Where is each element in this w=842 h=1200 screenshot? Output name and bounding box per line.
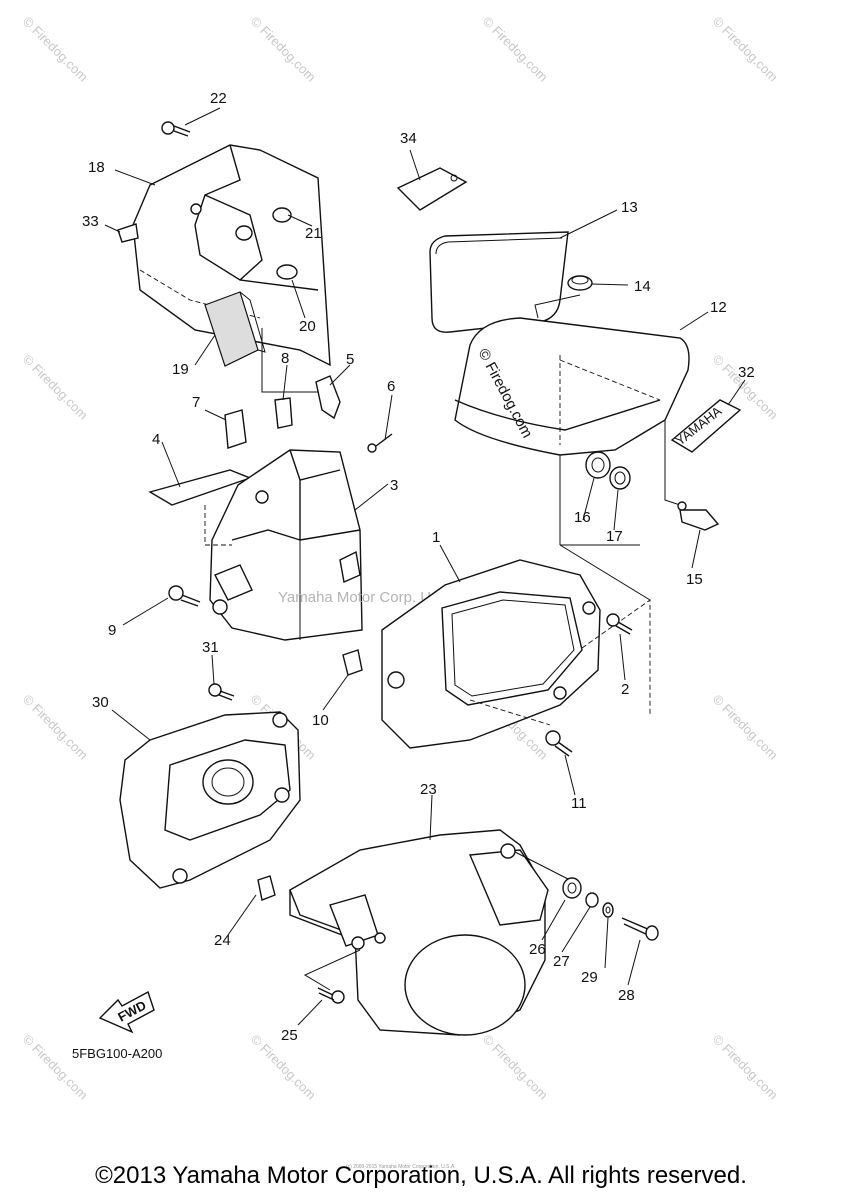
part-label-7: 7 — [192, 394, 200, 411]
part-label-22: 22 — [210, 90, 227, 107]
watermark: © Firedog.com — [710, 1032, 781, 1103]
lock-15-drawing — [664, 420, 720, 531]
watermark: © Firedog.com — [710, 14, 781, 85]
part-label-16: 16 — [574, 509, 591, 526]
part-label-5: 5 — [346, 351, 354, 368]
watermark: © Firedog.com — [20, 1032, 91, 1103]
part-label-3: 3 — [390, 477, 398, 494]
part-label-19: 19 — [172, 361, 189, 378]
part-label-25: 25 — [281, 1027, 298, 1044]
part-label-11: 11 — [571, 795, 587, 812]
grommet-14-drawing — [567, 275, 593, 291]
screw-25-drawing — [317, 987, 345, 1004]
watermark: © Firedog.com — [20, 352, 91, 423]
watermark: © Firedog.com — [20, 692, 91, 763]
part-label-21: 21 — [305, 225, 322, 242]
part-label-28: 28 — [618, 987, 635, 1004]
part-label-6: 6 — [387, 378, 395, 395]
cover-30-drawing — [119, 711, 301, 889]
pad-13-drawing — [429, 231, 569, 333]
pad-34-drawing — [396, 167, 468, 211]
fwd-arrow-icon: FWD — [98, 990, 155, 1034]
part-label-26: 26 — [529, 941, 546, 958]
part-label-23: 23 — [420, 781, 437, 798]
part-label-8: 8 — [281, 350, 289, 367]
bracket-5-drawing — [315, 375, 341, 420]
part-label-15: 15 — [686, 571, 703, 588]
damper-16-drawing — [585, 451, 611, 479]
part-label-27: 27 — [553, 953, 570, 970]
part-label-4: 4 — [152, 431, 160, 448]
part-label-20: 20 — [299, 318, 316, 335]
cap-24-drawing — [257, 875, 276, 901]
part-label-32: 32 — [738, 364, 755, 381]
part-label-13: 13 — [621, 199, 638, 216]
watermark: © Firedog.com — [20, 14, 91, 85]
yamaha-decal-32-drawing: YAMAHA — [670, 399, 742, 453]
bolt-11-drawing — [545, 730, 573, 757]
part-label-17: 17 — [606, 528, 623, 545]
part-label-31: 31 — [202, 639, 219, 656]
watermark: © Firedog.com — [248, 14, 319, 85]
part-label-10: 10 — [312, 712, 329, 729]
part-label-34: 34 — [400, 130, 417, 147]
part-label-30: 30 — [92, 694, 109, 711]
part-label-18: 18 — [88, 159, 105, 176]
bolt-9-drawing — [168, 585, 201, 607]
clip-33-drawing — [117, 223, 139, 243]
part-labels: 1 2 3 4 5 6 7 8 9 10 11 12 13 14 15 16 1… — [82, 90, 755, 1044]
part-label-14: 14 — [634, 278, 651, 295]
part-label-24: 24 — [214, 932, 231, 949]
part-label-9: 9 — [108, 622, 116, 639]
nut-10-drawing — [342, 649, 363, 676]
part-label-12: 12 — [710, 299, 727, 316]
watermark: © Firedog.com — [480, 14, 551, 85]
cover-1-drawing — [381, 455, 651, 749]
reference-code: 5FBG100-A200 — [72, 1046, 162, 1061]
fine-print: (c) 2000-2015 Yamaha Motor Corporation, … — [346, 1164, 456, 1170]
side-cover-left-drawing — [132, 144, 331, 393]
battery-box-3-drawing — [204, 449, 363, 641]
center-watermark: Yamaha Motor Corp. U.S.A. — [278, 589, 464, 606]
watermark: © Firedog.com — [710, 692, 781, 763]
watermark: © Firedog.com — [480, 1032, 551, 1103]
cover-23-drawing — [289, 829, 571, 1036]
washer-29-drawing — [602, 902, 614, 918]
collar-17-drawing — [609, 466, 631, 490]
screw-22-drawing — [161, 121, 191, 137]
tank-cover-12-drawing: © Firedog.com — [454, 294, 690, 510]
part-label-29: 29 — [581, 969, 598, 986]
bolt-2-drawing — [606, 613, 633, 635]
grommet-26-drawing — [562, 877, 582, 899]
pad-7-drawing — [224, 409, 247, 449]
part-label-33: 33 — [82, 213, 99, 230]
part-label-2: 2 — [621, 681, 629, 698]
screw-31-drawing — [208, 683, 235, 701]
collar-27-drawing — [585, 892, 599, 908]
bolt-6-drawing — [367, 433, 393, 453]
leader-lines — [104, 107, 746, 1026]
bolt-28-drawing — [621, 917, 659, 941]
part-label-1: 1 — [432, 529, 440, 546]
clip-8-drawing — [274, 397, 293, 429]
copyright-notice: ©2013 Yamaha Motor Corporation, U.S.A. A… — [95, 1162, 747, 1189]
